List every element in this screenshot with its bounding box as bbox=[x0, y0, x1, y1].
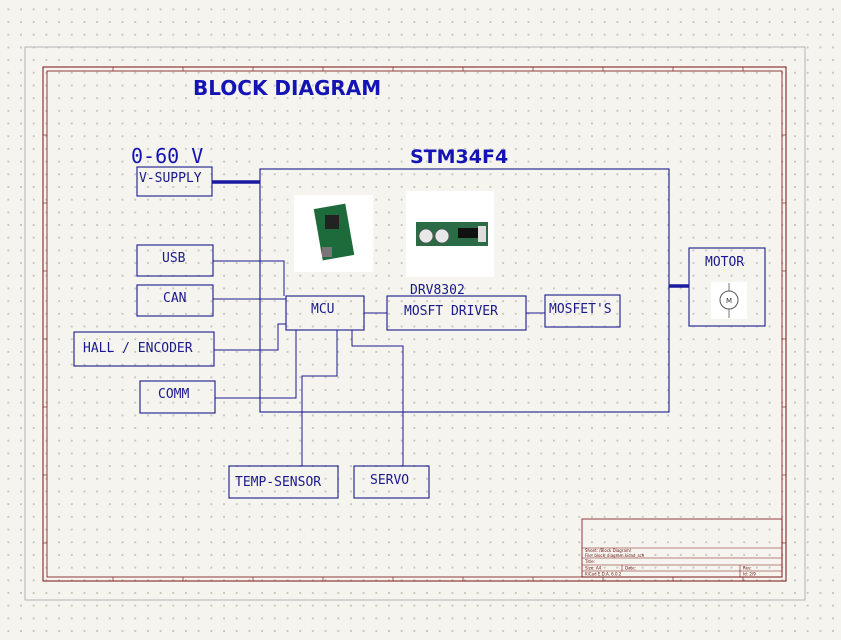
hall-encoder-label: HALL / ENCODER bbox=[83, 341, 193, 356]
tb-file: File: block_diagram.kicad_sch bbox=[585, 553, 645, 558]
can-label: CAN bbox=[163, 291, 186, 306]
comm-label: COMM bbox=[158, 387, 189, 402]
servo-label: SERVO bbox=[370, 473, 409, 488]
tb-size: Size: A4 bbox=[585, 566, 602, 571]
motor-label: MOTOR bbox=[705, 255, 744, 270]
motor-icon: M bbox=[711, 282, 747, 319]
v-supply-label: V-SUPPLY bbox=[139, 171, 202, 186]
mcu-board-title: STM34F4 bbox=[410, 146, 508, 168]
title-block: Sheet: /Block Diagram/ File: block_diagr… bbox=[582, 519, 782, 577]
mosfets-label: MOSFET'S bbox=[549, 302, 612, 317]
tb-title: Title: bbox=[584, 559, 595, 564]
diagram-title: BLOCK DIAGRAM bbox=[193, 76, 381, 100]
voltage-label: 0-60 V bbox=[131, 144, 203, 168]
mosfet-driver-label: MOSFT DRIVER bbox=[404, 304, 498, 319]
tb-id: Id: 2/9 bbox=[743, 572, 756, 577]
stm-board-photo bbox=[294, 195, 373, 272]
page-outline bbox=[25, 47, 805, 600]
temp-sensor-label: TEMP-SENSOR bbox=[235, 475, 321, 490]
mcu-label: MCU bbox=[311, 302, 334, 317]
drv8302-board-photo bbox=[406, 191, 494, 277]
wires bbox=[213, 261, 545, 466]
svg-text:M: M bbox=[726, 297, 732, 305]
tb-rev: Rev: bbox=[743, 566, 752, 571]
tb-date: Date: bbox=[625, 566, 636, 571]
usb-label: USB bbox=[162, 251, 186, 266]
tb-tool: KiCad E.D.A. 6.0.2 bbox=[585, 572, 622, 577]
